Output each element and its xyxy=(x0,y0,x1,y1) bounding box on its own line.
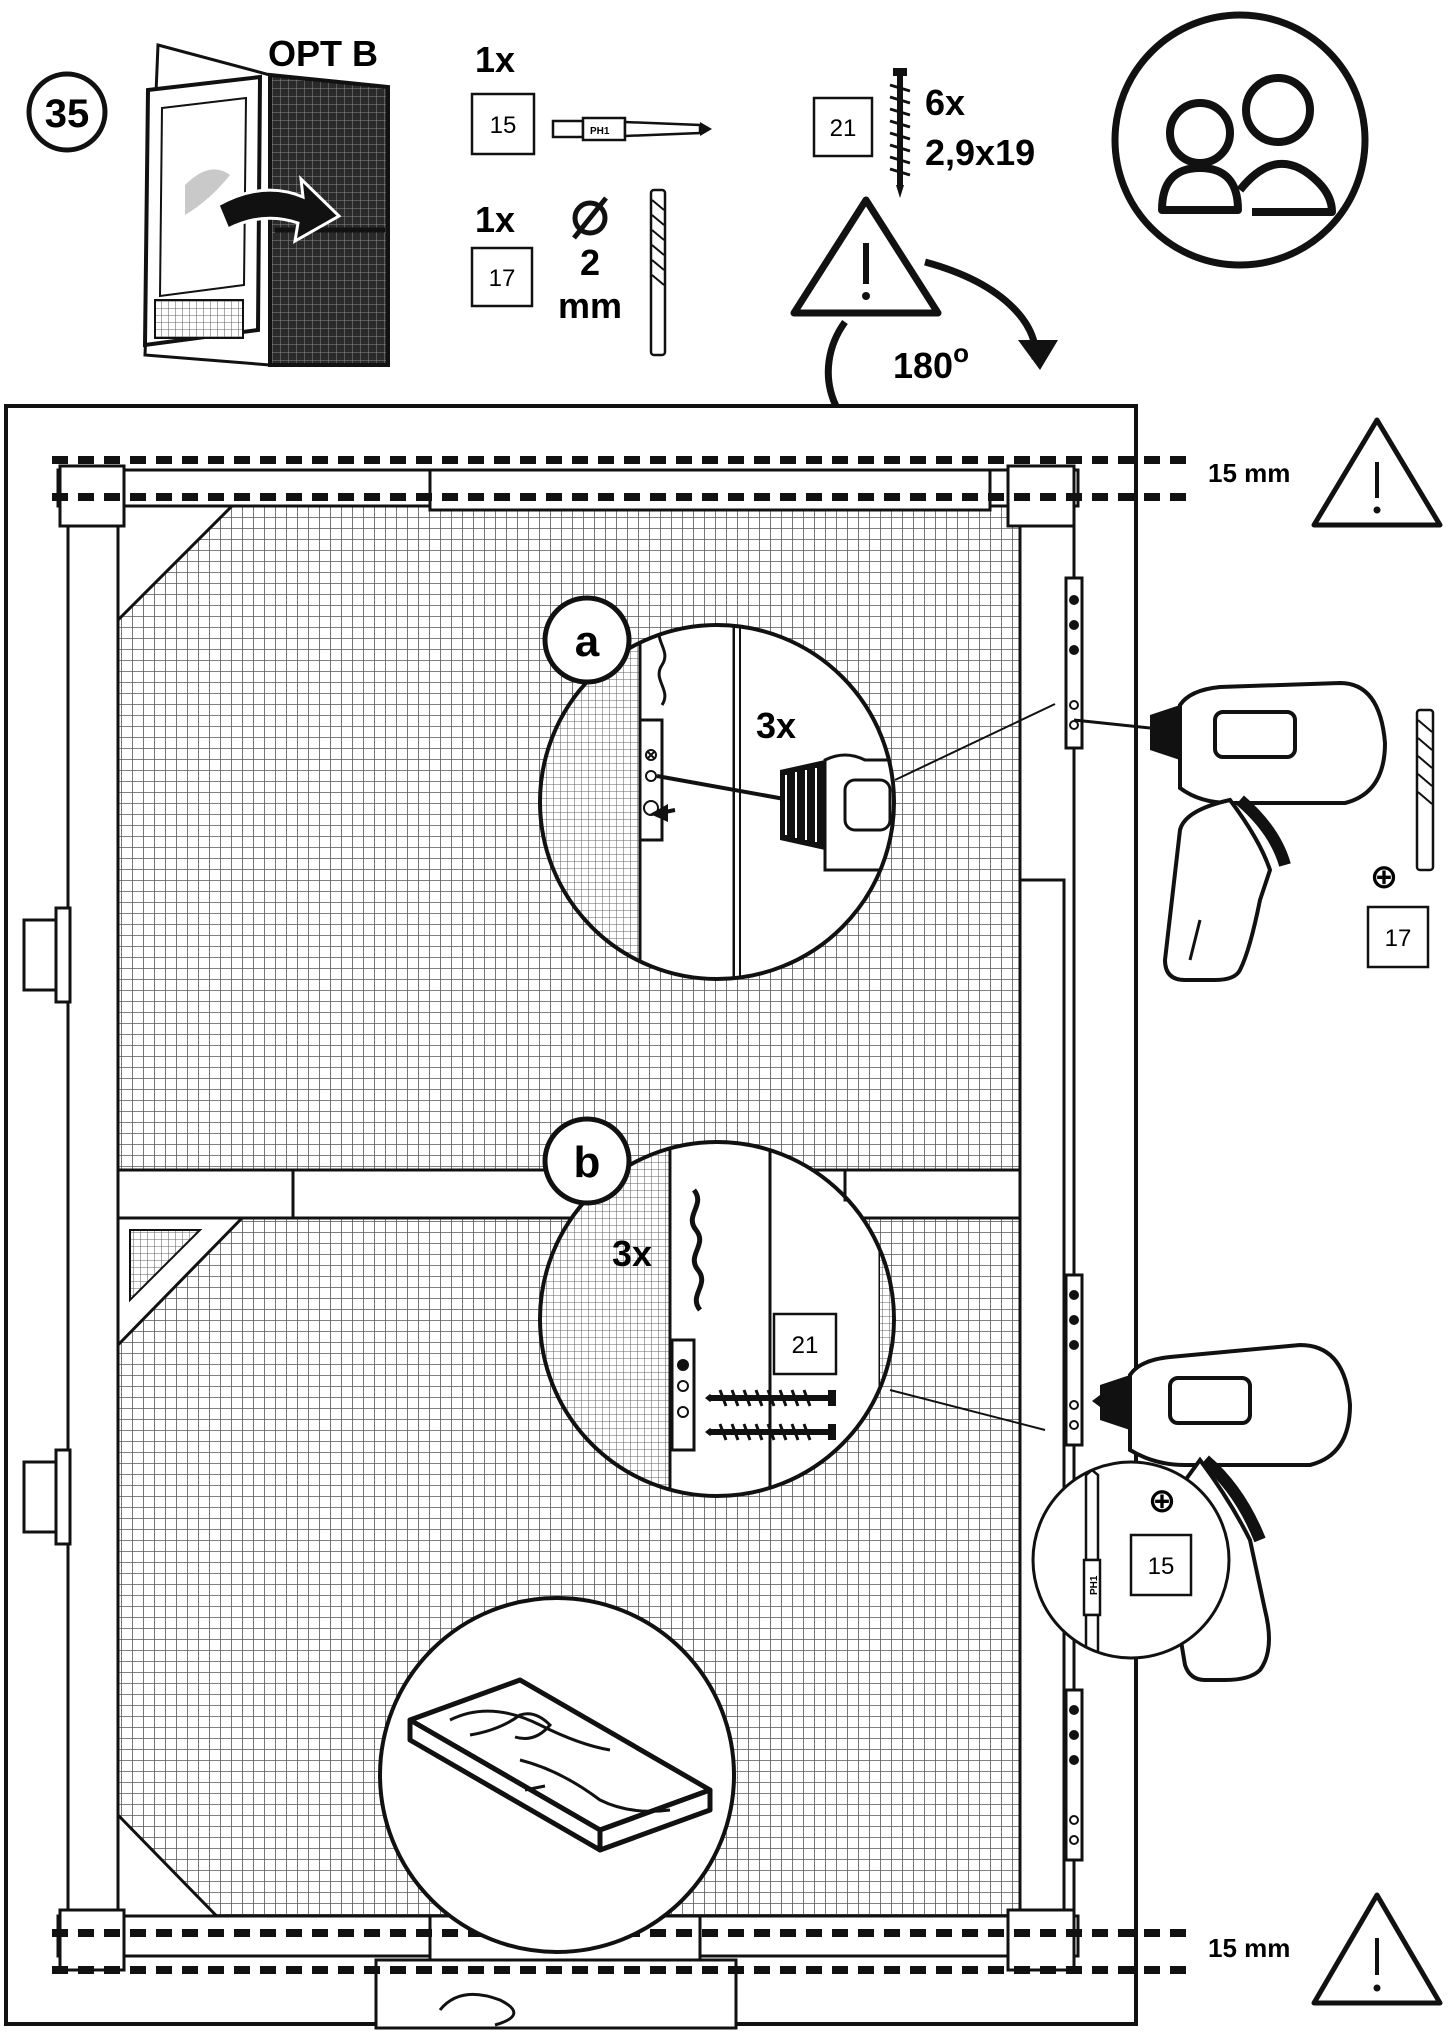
step-number: 35 xyxy=(45,92,90,136)
clearance-top-label: 15 mm xyxy=(1208,458,1290,488)
clearance-line-bottom xyxy=(52,1929,1195,1974)
drill-chuck-icon xyxy=(780,753,894,872)
door-option-illustration xyxy=(142,43,390,367)
screw-size: 2,9x19 xyxy=(925,132,1035,173)
detail-b-letter: b xyxy=(574,1138,601,1187)
step-badge: 35 xyxy=(26,71,108,153)
drill-diameter-unit: mm xyxy=(558,285,622,326)
screw-part: 21 6x 2,9x19 xyxy=(812,68,1035,198)
screw-icon xyxy=(705,1423,836,1441)
detail-b-part-number: 21 xyxy=(792,1332,819,1359)
drill-diameter-value: 2 xyxy=(580,242,600,283)
drill-bit-part: 1x 17 2 mm xyxy=(470,188,667,357)
bit-part: 1x 15 PH1 xyxy=(470,39,712,156)
drill-part-number: 17 xyxy=(489,265,516,292)
bit-part-box xyxy=(470,92,536,156)
screw-icon xyxy=(889,68,911,198)
drill-part-box xyxy=(470,246,534,308)
drill-tool-part-number: 17 xyxy=(1385,925,1412,952)
warning-icon xyxy=(790,196,942,317)
detail-a-letter: a xyxy=(575,617,600,666)
clearance-bottom-label: 15 mm xyxy=(1208,1933,1290,1963)
bit-label: PH1 xyxy=(1089,1575,1100,1595)
screw-quantity: 6x xyxy=(925,82,965,123)
driver-tool-part-box xyxy=(1129,1533,1193,1597)
detail-a-leader xyxy=(894,703,1056,781)
driver-rotation-icon: ⊕ xyxy=(1148,1482,1177,1520)
drill-rotation-icon: ⊕ xyxy=(1370,858,1399,896)
warning-icon xyxy=(1311,1892,1443,2006)
drill-tool-part-box xyxy=(1366,905,1430,969)
driver-tool-part-number: 15 xyxy=(1148,1553,1175,1580)
bit-part-number: 15 xyxy=(490,112,517,139)
power-drill-icon xyxy=(1150,680,1388,982)
option-label: OPT B xyxy=(268,33,378,74)
drill-bit-icon xyxy=(649,188,667,357)
screw-icon xyxy=(705,1389,836,1407)
drill-quantity: 1x xyxy=(475,199,515,240)
detail-a-count: 3x xyxy=(756,705,796,746)
screwdriver-bit-icon: PH1 xyxy=(1082,1468,1102,1657)
detail-a-badge: a xyxy=(542,595,632,685)
rotation-angle: 180o xyxy=(893,338,969,386)
hinge xyxy=(1064,1273,1084,1447)
bit-label: PH1 xyxy=(590,126,610,137)
screw-part-number: 21 xyxy=(830,115,857,142)
warning-icon xyxy=(1311,417,1443,528)
detail-b-part-box xyxy=(772,1312,838,1376)
screwdriver-bit-icon: PH1 xyxy=(551,116,712,142)
hinge xyxy=(1064,576,1084,750)
hinge xyxy=(1064,1688,1084,1862)
bit-quantity: 1x xyxy=(475,39,515,80)
detail-b-count: 3x xyxy=(612,1233,652,1274)
wood-block-icon xyxy=(407,1677,713,1853)
two-people-icon xyxy=(1111,11,1369,269)
drill-bit-icon xyxy=(1415,708,1435,872)
diameter-icon xyxy=(572,196,608,240)
detail-b-badge: b xyxy=(542,1116,632,1206)
wood-block-zoom xyxy=(378,1596,736,1954)
screw-part-box xyxy=(812,96,874,158)
detail-b-leader xyxy=(889,1389,1046,1431)
clearance-line-top xyxy=(52,456,1195,501)
